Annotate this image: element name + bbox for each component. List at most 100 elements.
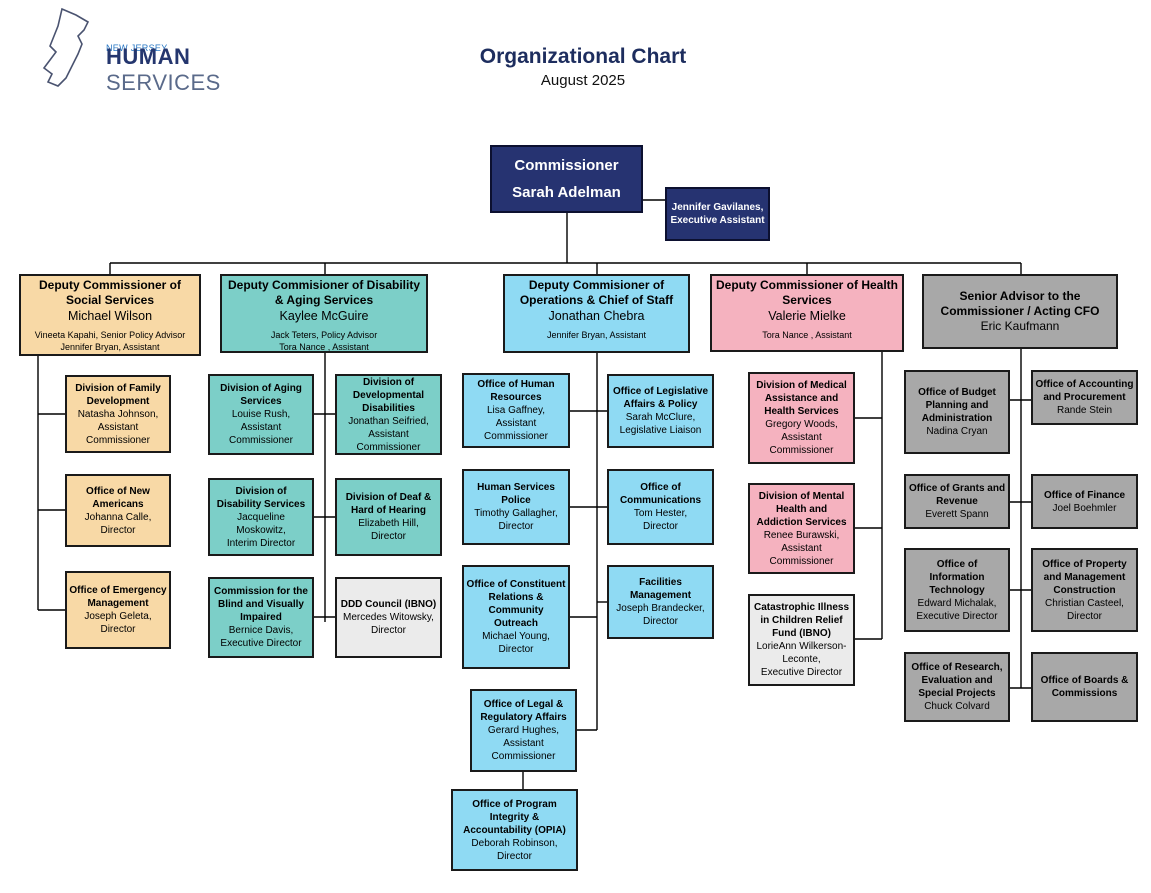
- deputy-staff: Vineeta Kapahi, Senior Policy Advisor Je…: [35, 330, 185, 353]
- deputy-staff: Jennifer Bryan, Assistant: [547, 330, 646, 341]
- unit-title: Division of Family Development: [75, 382, 161, 407]
- unit-disability-services: Division of Disability Services Jacqueli…: [208, 478, 314, 556]
- chart-title: Organizational Chart: [479, 45, 687, 68]
- unit-line: Rande Stein: [1056, 405, 1113, 416]
- unit-line: Commissioner: [491, 751, 556, 762]
- unit-new-americans: Office of New Americans Johanna Calle, D…: [65, 474, 171, 547]
- unit-line: Director: [370, 625, 406, 636]
- unit-line: Assistant: [503, 738, 544, 749]
- unit-title: Commission for the Blind and Visually Im…: [214, 586, 308, 623]
- commissioner-box: Commissioner Sarah Adelman: [490, 145, 643, 213]
- deputy-staff: Tora Nance , Assistant: [762, 330, 852, 341]
- unit-title: Office of Human Resources: [477, 379, 555, 403]
- unit-line: Natasha Johnson,: [77, 408, 159, 420]
- unit-finance: Office of Finance Joel Boehmler: [1031, 474, 1138, 529]
- unit-line: Christian Casteel,: [1045, 597, 1124, 609]
- unit-line: Director: [496, 850, 532, 862]
- executive-assistant-box: Jennifer Gavilanes, Executive Assistant: [665, 187, 770, 241]
- unit-deaf-hard-of-hearing: Division of Deaf & Hard of Hearing Eliza…: [335, 478, 442, 556]
- unit-line: Director: [498, 644, 534, 655]
- unit-title: Human Services Police: [477, 482, 555, 506]
- deputy-social-services: Deputy Commissioner of Social Services M…: [19, 274, 201, 356]
- unit-line: Executive Director: [916, 610, 998, 622]
- unit-developmental-disabilities: Division of Developmental Disabilities J…: [335, 374, 442, 455]
- unit-line: Assistant: [97, 421, 139, 433]
- unit-title: Division of Medical Assistance and Healt…: [756, 380, 847, 417]
- unit-title: Facilities Management: [629, 577, 692, 601]
- unit-family-development: Division of Family Development Natasha J…: [65, 375, 171, 453]
- logo-state-text: NEW JERSEY: [106, 43, 168, 53]
- logo-wordmark: HUMAN SERVICES: [106, 44, 260, 96]
- unit-line: Executive Director: [220, 638, 302, 649]
- deputy-staff-line: Vineeta Kapahi, Senior Policy Advisor: [34, 330, 186, 341]
- unit-line: Interim Director: [226, 537, 296, 549]
- chart-date: August 2025: [540, 72, 626, 89]
- unit-line: Commissioner: [769, 555, 834, 567]
- unit-line: Assistant: [781, 432, 822, 443]
- unit-mental-health: Division of Mental Health and Addiction …: [748, 483, 855, 574]
- unit-line: Sarah McClure,: [625, 412, 696, 423]
- unit-line: Commissioner: [484, 431, 548, 442]
- unit-title: Office of Property and Management Constr…: [1042, 558, 1127, 596]
- deputy-staff-line: Tora Nance , Assistant: [762, 330, 852, 341]
- unit-title: Office of Research, Evaluation and Speci…: [911, 662, 1003, 699]
- unit-ddd-council: DDD Council (IBNO) Mercedes Witowsky, Di…: [335, 577, 442, 658]
- deputy-staff-line: Jennifer Bryan, Assistant: [546, 330, 647, 341]
- unit-line: Director: [370, 531, 406, 542]
- unit-line: Renee Burawski,: [763, 529, 840, 541]
- deputy-title: Deputy Commissioner of Social Services: [38, 278, 182, 307]
- unit-title: Division of Disability Services: [216, 485, 306, 510]
- unit-program-integrity: Office of Program Integrity & Accountabi…: [451, 789, 578, 871]
- commissioner-name: Sarah Adelman: [512, 184, 621, 201]
- unit-accounting-procurement: Office of Accounting and Procurement Ran…: [1031, 370, 1138, 425]
- unit-budget-planning: Office of Budget Planning and Administra…: [904, 370, 1010, 454]
- deputy-title: Senior Advisor to the Commissioner / Act…: [940, 288, 1100, 318]
- unit-line: Edward Michalak,: [917, 597, 997, 609]
- unit-line: Director: [498, 521, 534, 532]
- unit-title: Division of Mental Health and Addiction …: [756, 490, 847, 528]
- executive-assistant-name: Jennifer Gavilanes,: [671, 202, 764, 213]
- unit-title: Office of Program Integrity & Accountabi…: [463, 798, 566, 836]
- unit-property-management: Office of Property and Management Constr…: [1031, 548, 1138, 632]
- unit-line: Gerard Hughes,: [487, 725, 560, 736]
- unit-line: Commissioner: [769, 445, 834, 456]
- unit-commission-blind: Commission for the Blind and Visually Im…: [208, 577, 314, 658]
- unit-title: Catastrophic Illness in Children Relief …: [753, 602, 850, 639]
- unit-legislative-affairs: Office of Legislative Affairs & Policy S…: [607, 374, 714, 448]
- unit-line: Moskowitz,: [236, 524, 286, 536]
- unit-title: Division of Deaf & Hard of Hearing: [345, 492, 432, 516]
- deputy-title: Deputy Commisioner of Operations & Chief…: [519, 278, 674, 307]
- unit-information-technology: Office of Information Technology Edward …: [904, 548, 1010, 632]
- deputy-name: Valerie Mielke: [768, 309, 846, 323]
- unit-line: Deborah Robinson,: [471, 837, 558, 849]
- logo-services-text: SERVICES: [106, 70, 221, 95]
- deputy-health: Deputy Commissioner of Health Services V…: [710, 274, 904, 352]
- unit-line: Assistant: [240, 422, 282, 433]
- unit-line: Everett Spann: [925, 509, 989, 520]
- nj-human-services-logo: NEW JERSEY HUMAN SERVICES: [40, 6, 260, 95]
- unit-line: Joseph Geleta,: [84, 611, 152, 622]
- unit-line: Lisa Gaffney,: [487, 405, 545, 416]
- unit-title: Office of Boards & Commissions: [1040, 675, 1129, 699]
- unit-line: Director: [1066, 610, 1102, 622]
- unit-line: Joseph Brandecker,: [616, 603, 705, 614]
- unit-title: Division of Aging Services: [220, 383, 302, 407]
- unit-title: Office of Information Technology: [929, 558, 985, 596]
- deputy-name: Kaylee McGuire: [279, 309, 369, 323]
- unit-legal-regulatory: Office of Legal & Regulatory Affairs Ger…: [470, 689, 577, 772]
- unit-medical-assistance: Division of Medical Assistance and Healt…: [748, 372, 855, 464]
- unit-line: Louise Rush,: [231, 409, 291, 420]
- unit-research-evaluation: Office of Research, Evaluation and Speci…: [904, 652, 1010, 722]
- deputy-title: Deputy Commisioner of Disability & Aging…: [227, 278, 421, 307]
- unit-human-resources: Office of Human Resources Lisa Gaffney, …: [462, 373, 570, 448]
- deputy-operations: Deputy Commisioner of Operations & Chief…: [503, 274, 690, 353]
- unit-line: Joel Boehmler: [1052, 502, 1117, 514]
- unit-line: Assistant: [781, 542, 822, 554]
- unit-line: Director: [100, 524, 136, 536]
- deputy-name: Eric Kaufmann: [980, 318, 1060, 333]
- unit-title: Office of Communications: [619, 482, 702, 506]
- unit-line: Director: [642, 521, 678, 532]
- unit-catastrophic-illness: Catastrophic Illness in Children Relief …: [748, 594, 855, 686]
- unit-line: Director: [100, 624, 136, 635]
- unit-title: Office of Emergency Management: [69, 585, 167, 609]
